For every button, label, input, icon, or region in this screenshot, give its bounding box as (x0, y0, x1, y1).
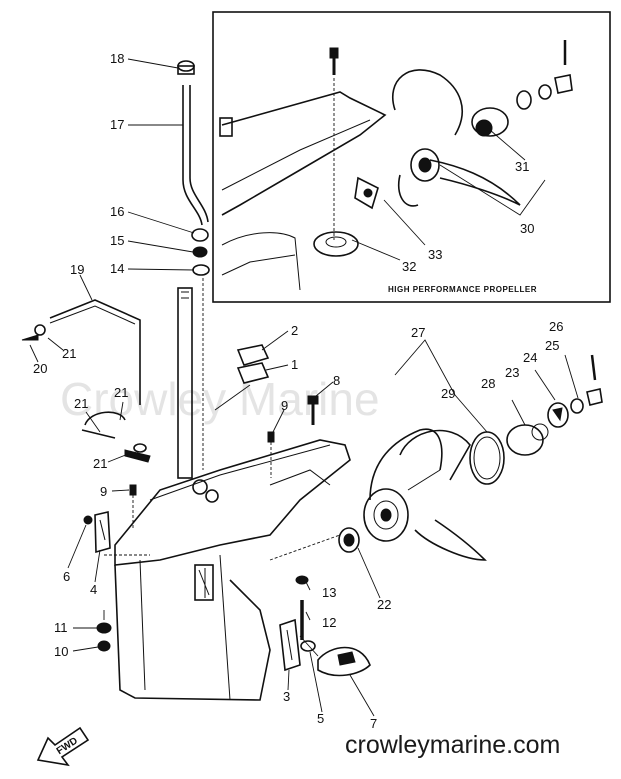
label-12: 12 (322, 615, 336, 630)
label-23: 23 (505, 365, 519, 380)
label-9: 9 (281, 398, 288, 413)
label-6: 6 (63, 569, 70, 584)
label-21: 21 (74, 396, 88, 411)
inset-caption: HIGH PERFORMANCE PROPELLER (388, 285, 537, 294)
label-32: 32 (402, 259, 416, 274)
high-performance-propeller-inset: HIGH PERFORMANCE PROPELLER (212, 11, 611, 303)
watermark: Crowley Marine (60, 373, 380, 425)
drive-shaft (177, 287, 193, 479)
label-16: 16 (110, 204, 124, 219)
label-28: 28 (481, 376, 495, 391)
label-21: 21 (93, 456, 107, 471)
label-26: 26 (549, 319, 563, 334)
label-14: 14 (110, 261, 124, 276)
label-31: 31 (515, 159, 529, 174)
gearcase-housing (114, 439, 351, 701)
label-2: 2 (291, 323, 298, 338)
label-9: 9 (100, 484, 107, 499)
part-labels: 18 17 16 15 14 19 21 20 21 21 21 9 6 4 1… (33, 45, 563, 731)
label-9: 9 (330, 45, 337, 60)
label-5: 5 (317, 711, 324, 726)
label-10: 10 (54, 644, 68, 659)
site-url-text: crowleymarine.com (345, 731, 560, 759)
bottom-center-parts (269, 527, 371, 677)
label-25: 25 (545, 338, 559, 353)
label-21: 21 (114, 385, 128, 400)
label-30: 30 (520, 221, 534, 236)
shift-rod-assembly (21, 299, 151, 463)
label-13: 13 (322, 585, 336, 600)
label-24: 24 (523, 350, 537, 365)
fwd-arrow: FWD (36, 726, 90, 767)
top-small-parts (214, 344, 319, 478)
label-22: 22 (377, 597, 391, 612)
left-small-parts (83, 484, 150, 652)
label-7: 7 (370, 716, 377, 731)
label-19: 19 (70, 262, 84, 277)
label-20: 20 (33, 361, 47, 376)
label-1: 1 (291, 357, 298, 372)
label-21: 21 (62, 346, 76, 361)
leader-lines (29, 58, 381, 717)
label-15: 15 (110, 233, 124, 248)
label-18: 18 (110, 51, 124, 66)
label-11: 11 (54, 620, 68, 635)
standard-propeller-assembly (363, 339, 603, 561)
label-17: 17 (110, 117, 124, 132)
label-3: 3 (283, 689, 290, 704)
label-27: 27 (411, 325, 425, 340)
label-29: 29 (441, 386, 455, 401)
label-8: 8 (333, 373, 340, 388)
label-4: 4 (90, 582, 97, 597)
label-33: 33 (428, 247, 442, 262)
